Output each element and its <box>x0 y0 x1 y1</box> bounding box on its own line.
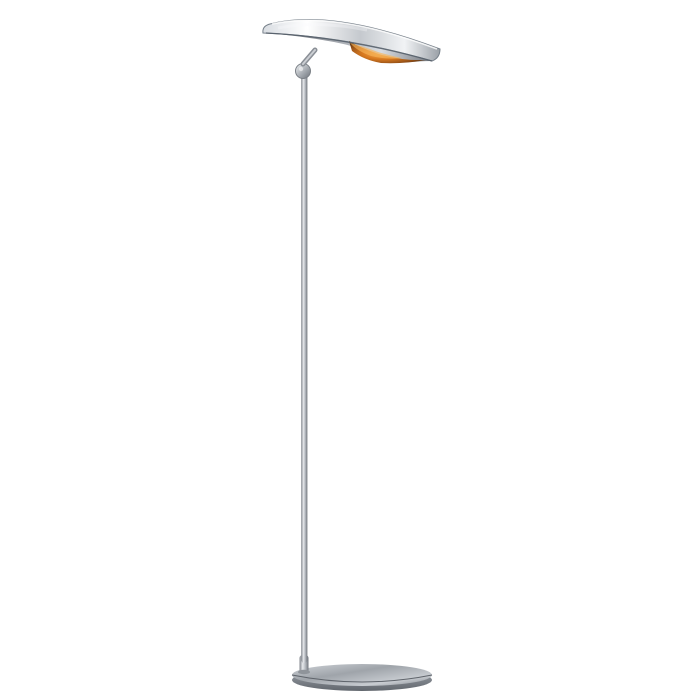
pivot-joint <box>295 47 318 79</box>
lamp-shade <box>262 19 441 64</box>
lamp-pole <box>301 73 308 663</box>
lamp-base <box>291 664 433 691</box>
